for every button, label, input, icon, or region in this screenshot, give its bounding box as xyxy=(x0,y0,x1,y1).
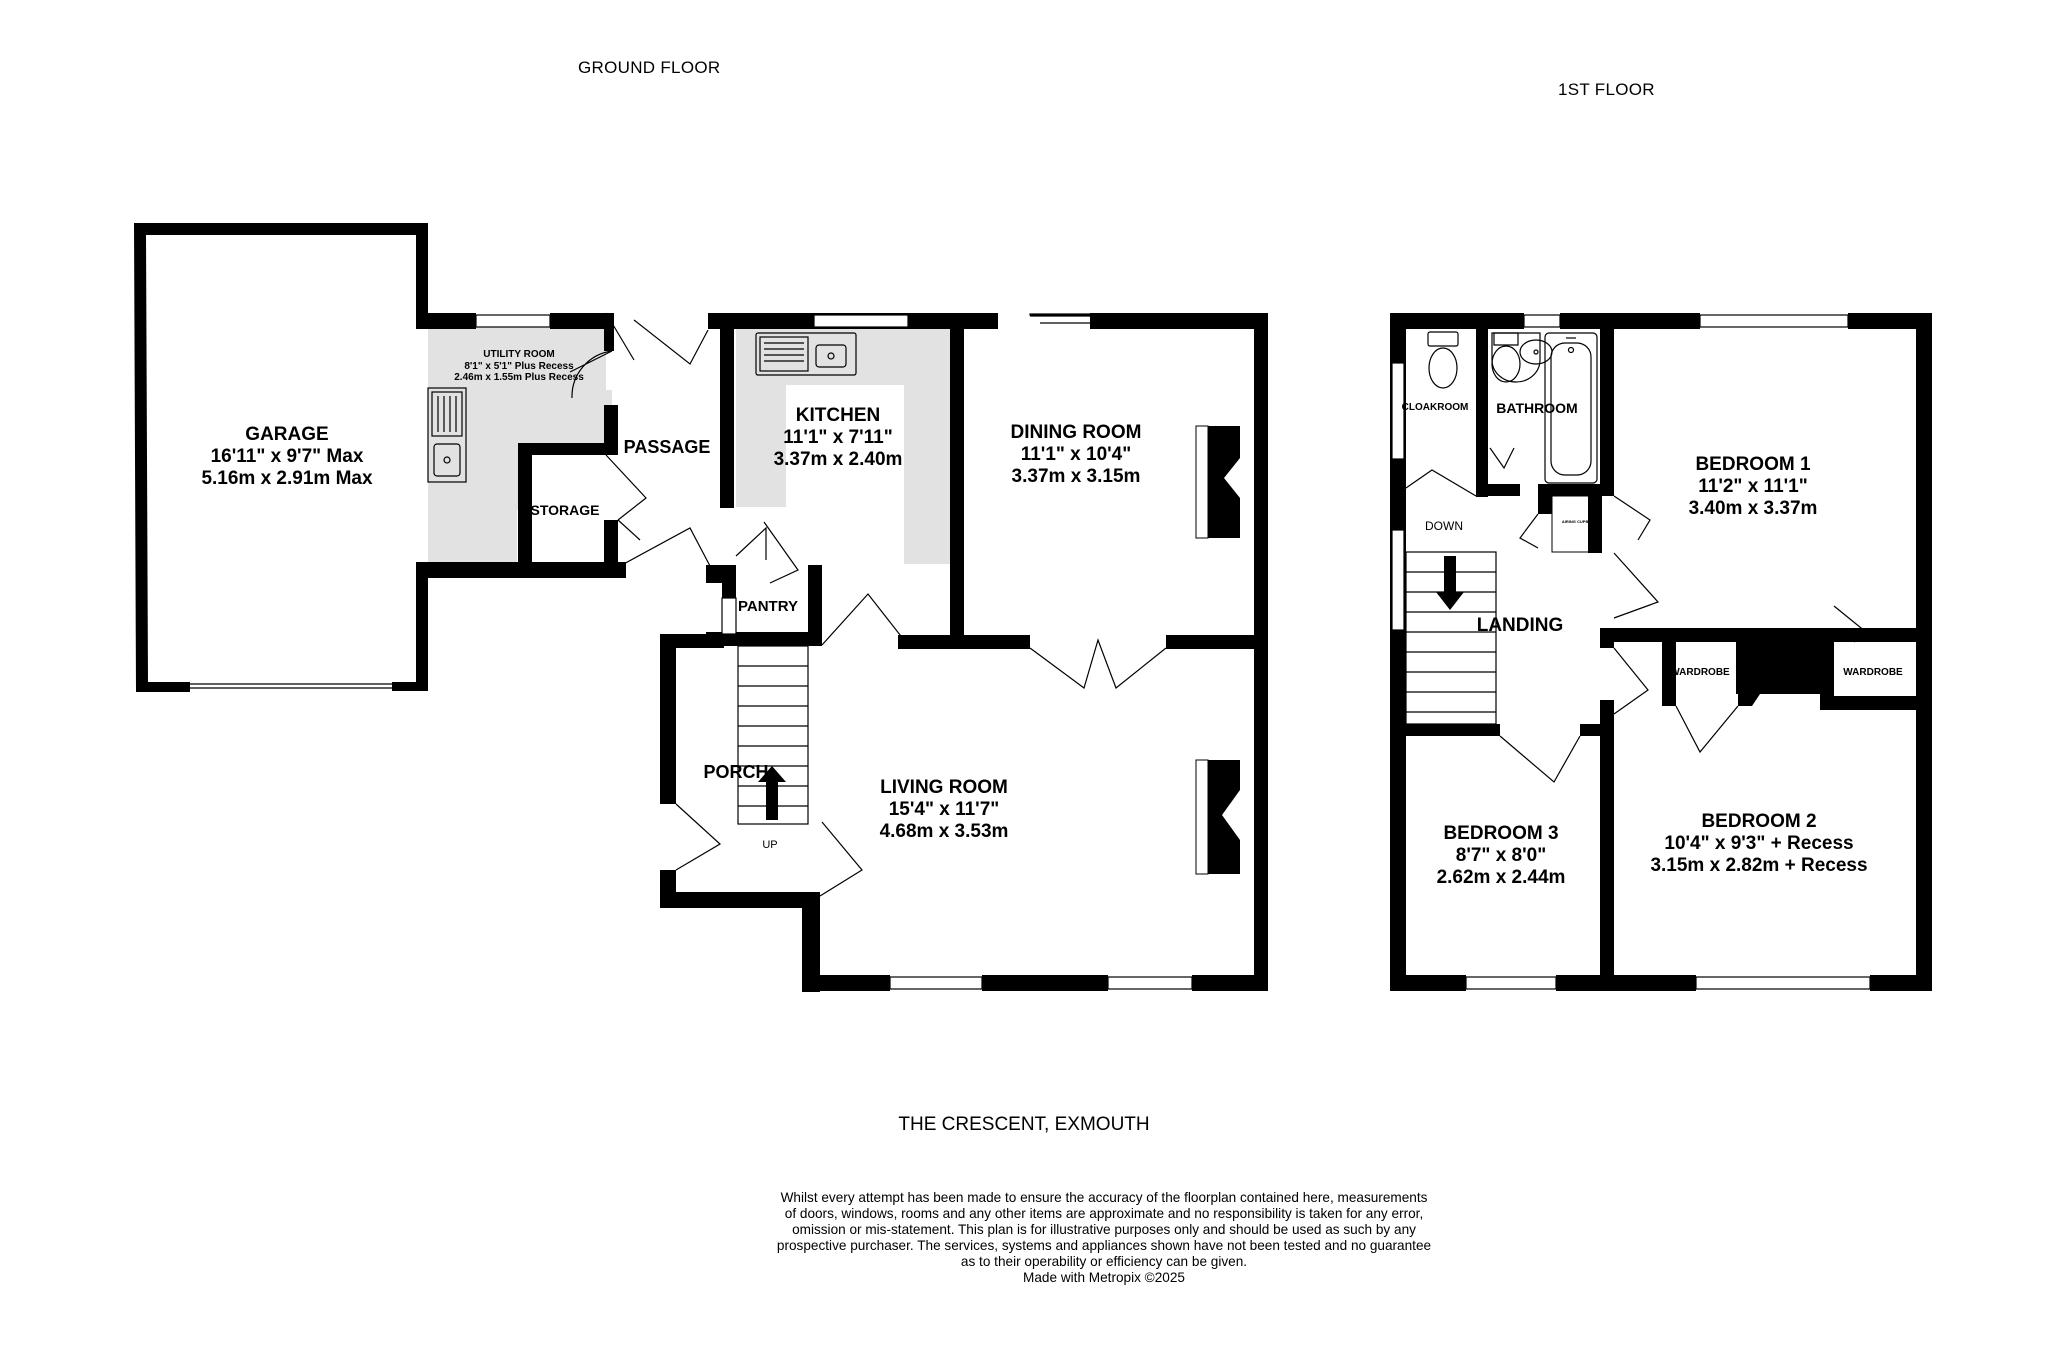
disclaimer-line: of doors, windows, rooms and any other i… xyxy=(784,1206,1424,1222)
pantry-label: PANTRY xyxy=(738,598,798,615)
utility-name: UTILITY ROOM xyxy=(483,349,555,360)
wardrobe-left-label: WARDROBE xyxy=(1670,667,1730,678)
utility-sink-icon xyxy=(427,387,467,483)
landing-label: LANDING xyxy=(1476,615,1564,636)
ground-floor-walls xyxy=(134,223,1268,992)
garage-name: GARAGE xyxy=(245,424,329,445)
utility-dim-metric: 2.46m x 1.55m Plus Recess xyxy=(454,372,584,383)
bedroom2-dim-metric: 3.15m x 2.82m + Recess xyxy=(1650,854,1868,876)
kitchen-dim-metric: 3.37m x 2.40m xyxy=(773,448,903,470)
stairs-up-arrow xyxy=(758,766,786,820)
property-address: THE CRESCENT, EXMOUTH xyxy=(898,1114,1150,1135)
bedroom2-dim-imperial: 10'4" x 9'3" + Recess xyxy=(1664,832,1854,854)
bedroom3-dim-imperial: 8'7" x 8'0" xyxy=(1455,844,1547,866)
utility-dim-imperial: 8'1" x 5'1" Plus Recess xyxy=(464,360,574,372)
bedroom2-label: BEDROOM 2 10'4" x 9'3" + Recess 3.15m x … xyxy=(1650,811,1867,877)
living-dim-imperial: 15'4" x 11'7" xyxy=(888,798,1000,820)
stairs-up-label: UP xyxy=(762,839,778,851)
ground-doors xyxy=(569,312,1167,897)
toilet-icon xyxy=(1427,331,1459,389)
stairs-down-arrow xyxy=(1436,556,1464,610)
first-stairs xyxy=(1405,551,1497,725)
porch-label: PORCH xyxy=(703,762,769,782)
dining-dim-imperial: 11'1" x 10'4" xyxy=(1020,443,1132,465)
hearths xyxy=(1195,425,1209,875)
first-doors xyxy=(1405,447,1867,783)
passage-label: PASSAGE xyxy=(623,437,711,457)
dining-label: DINING ROOM 11'1" x 10'4" 3.37m x 3.15m xyxy=(1011,422,1142,488)
bedroom1-name: BEDROOM 1 xyxy=(1695,454,1811,475)
living-name: LIVING ROOM xyxy=(880,777,1008,798)
bedroom1-label: BEDROOM 1 11'2" x 11'1" 3.40m x 3.37m xyxy=(1689,454,1818,520)
first-floor-walls xyxy=(1390,313,1932,991)
ground-floor-title: GROUND FLOOR xyxy=(578,58,721,77)
living-label: LIVING ROOM 15'4" x 11'7" 4.68m x 3.53m xyxy=(880,777,1009,843)
bathroom-label: BATHROOM xyxy=(1496,400,1578,416)
disclaimer-credit: Made with Metropix ©2025 xyxy=(1023,1270,1185,1286)
kitchen-label: KITCHEN 11'1" x 7'11" 3.37m x 2.40m xyxy=(774,405,903,471)
kitchen-sink-icon xyxy=(755,332,857,376)
wardrobe-right-label: WARDROBE xyxy=(1843,667,1903,678)
bedroom3-dim-metric: 2.62m x 2.44m xyxy=(1436,866,1566,888)
garage-dim-imperial: 16'11" x 9'7" Max xyxy=(210,445,364,467)
bedroom2-name: BEDROOM 2 xyxy=(1701,811,1817,832)
bedroom1-dim-imperial: 11'2" x 11'1" xyxy=(1698,475,1808,497)
kitchen-name: KITCHEN xyxy=(795,405,881,426)
bedroom3-label: BEDROOM 3 8'7" x 8'0" 2.62m x 2.44m xyxy=(1437,823,1566,889)
storage-label: STORAGE xyxy=(530,502,600,518)
garage-label: GARAGE 16'11" x 9'7" Max 5.16m x 2.91m M… xyxy=(201,424,372,490)
first-floor-title: 1ST FLOOR xyxy=(1558,80,1655,99)
ground-windows xyxy=(190,313,1193,990)
dining-dim-metric: 3.37m x 3.15m xyxy=(1011,465,1141,487)
disclaimer-line: as to their operability or efficiency ca… xyxy=(960,1254,1248,1270)
stairs-down-label: DOWN xyxy=(1425,519,1463,533)
basin-icon xyxy=(1519,339,1553,365)
airing-cupboard-label: AIRING CUPBOARD xyxy=(1561,519,1601,524)
disclaimer: Whilst every attempt has been made to en… xyxy=(724,1190,1484,1286)
disclaimer-line: prospective purchaser. The services, sys… xyxy=(776,1238,1432,1254)
disclaimer-line: omission or mis-statement. This plan is … xyxy=(792,1222,1416,1238)
garage-dim-metric: 5.16m x 2.91m Max xyxy=(201,467,373,489)
disclaimer-line: Whilst every attempt has been made to en… xyxy=(780,1190,1428,1205)
bedroom1-dim-metric: 3.40m x 3.37m xyxy=(1688,497,1818,519)
dining-name: DINING ROOM xyxy=(1010,422,1142,443)
first-windows xyxy=(1391,314,1871,990)
utility-label: UTILITY ROOM 8'1" x 5'1" Plus Recess 2.4… xyxy=(454,349,584,384)
living-dim-metric: 4.68m x 3.53m xyxy=(879,820,1009,842)
bedroom3-name: BEDROOM 3 xyxy=(1443,823,1559,844)
kitchen-dim-imperial: 11'1" x 7'11" xyxy=(783,426,893,448)
cloakroom-label: CLOAKROOM xyxy=(1401,402,1469,413)
airing-cupboard-outline xyxy=(1551,495,1591,553)
bathroom-fittings xyxy=(1491,332,1598,484)
